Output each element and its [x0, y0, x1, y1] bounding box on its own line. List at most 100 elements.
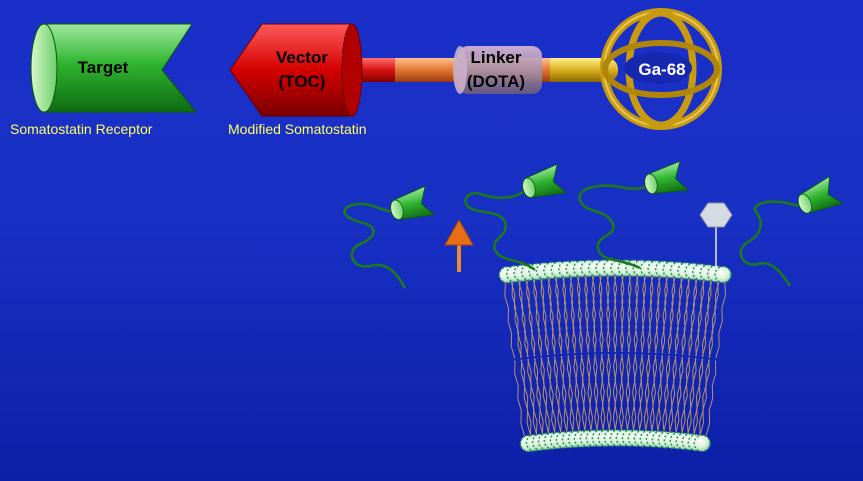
lipid-tail [715, 282, 726, 359]
linker-dota: Linker (DOTA) [453, 46, 542, 94]
lipid-tail [511, 282, 522, 358]
lipid-tail [533, 279, 543, 356]
lipid-tail [560, 355, 569, 432]
lipid-tail [553, 356, 563, 433]
lipid-tail [533, 358, 544, 434]
lipid-tail [625, 354, 630, 431]
lipid-tail [605, 275, 610, 353]
lipid-bilayer-icon [498, 259, 732, 453]
lipid-tail [547, 278, 556, 355]
lipid-tail [701, 281, 713, 357]
lipid-tail [708, 281, 719, 358]
lipid-tail [510, 282, 522, 358]
lipid-tail [580, 354, 587, 431]
lipid-tail [674, 356, 684, 433]
lipid-tail [633, 276, 639, 353]
lipid-tail [695, 280, 705, 357]
lipid-tail [600, 354, 606, 431]
lipid-head [693, 434, 711, 453]
lipid-tail [613, 275, 617, 353]
lipid-tail [621, 275, 625, 353]
linker-label-line1: Linker [470, 48, 521, 67]
lipid-tail [705, 360, 717, 436]
target-caption: Somatostatin Receptor [10, 121, 153, 137]
lipid-tail [668, 356, 677, 433]
lipid-tail [566, 355, 574, 432]
lipid-tail [641, 276, 647, 353]
lipid-tail [626, 354, 631, 431]
vector-caption: Modified Somatostatin [228, 121, 367, 137]
lipid-tail [618, 353, 623, 431]
lipid-tail [627, 276, 632, 353]
vector-label-line1: Vector [276, 48, 328, 67]
lipid-tail [525, 280, 536, 357]
lipid-tail [674, 278, 683, 355]
lipid-tail [504, 283, 516, 359]
lipid-tail [701, 281, 712, 357]
lipid-tail [660, 277, 668, 354]
lipid-tail [547, 278, 556, 355]
lipid-tail [560, 355, 568, 432]
lipid-tail [555, 277, 563, 355]
lipid-tail [643, 354, 650, 431]
orange-triangle-icon [444, 218, 474, 272]
lipid-tail [579, 354, 586, 431]
lipid-tail [569, 277, 577, 354]
lipid-tail [586, 354, 592, 431]
lipid-tail [661, 277, 668, 354]
lipid-tail [668, 277, 676, 354]
lipid-tail [645, 354, 651, 431]
lipid-tail [648, 276, 654, 353]
lipid-tail [640, 276, 646, 353]
lipid-tail [654, 277, 661, 354]
lipid-heads [498, 259, 732, 453]
lipid-tail [562, 277, 569, 354]
lipid-tail [657, 355, 664, 432]
lipid-tail [533, 358, 544, 434]
lipid-tail [577, 276, 584, 353]
lipid-tail [599, 354, 604, 431]
lipid-tail [574, 354, 581, 432]
lipid-tail [567, 355, 575, 432]
lipid-tail [520, 359, 532, 436]
lipid-tail [520, 359, 531, 436]
lipid-tail [526, 280, 536, 357]
lipid-tail [584, 276, 590, 353]
lipid-tail [708, 282, 720, 358]
lipid-tail [540, 357, 550, 434]
lipid-tail [606, 353, 610, 431]
lipid-tail [695, 280, 705, 357]
lipid-tail [656, 355, 664, 432]
lipid-tail [576, 276, 583, 353]
lipid-tail [587, 354, 594, 431]
ga68-atom: Ga-68 [600, 8, 722, 130]
vector-toc: Vector (TOC) [229, 23, 363, 117]
lipid-tail [663, 355, 671, 432]
receptor-tethers [343, 184, 811, 289]
lipid-tail [693, 358, 704, 435]
target-label: Target [78, 58, 129, 77]
lipid-head [714, 265, 732, 284]
linker-label-line2: (DOTA) [467, 72, 525, 91]
target-receptor: Target [30, 23, 198, 113]
lipid-tail [681, 278, 691, 355]
lipid-tail [546, 356, 556, 433]
lipid-tail [598, 276, 603, 353]
isotope-label: Ga-68 [638, 60, 685, 79]
lipid-tail [619, 275, 624, 353]
lipid-tail [651, 354, 658, 431]
lipid-tail [639, 354, 644, 431]
lipid-tail [634, 276, 639, 353]
lipid-tail [654, 276, 661, 354]
lipid-tail [594, 354, 600, 431]
lipid-tail [527, 358, 538, 435]
lipid-tails [504, 275, 726, 437]
lipid-tail [633, 354, 638, 431]
lipid-tail [527, 358, 538, 435]
lipid-tail [688, 279, 698, 356]
lipid-tail [547, 356, 557, 433]
lipid-tail [681, 278, 690, 355]
lipid-tail [518, 281, 529, 358]
gray-hexagon-icon [699, 202, 733, 268]
vector-label-line2: (TOC) [279, 72, 326, 91]
